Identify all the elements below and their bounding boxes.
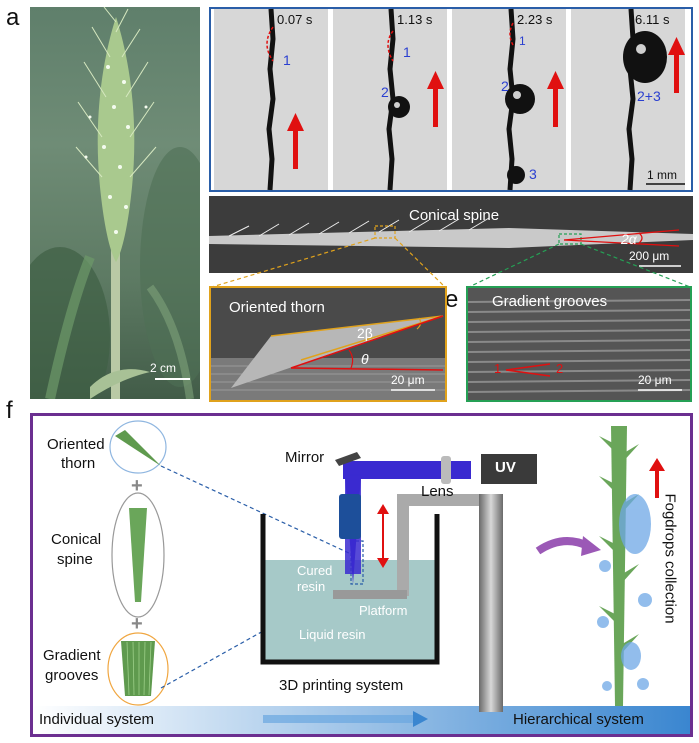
gradient-grooves-image: [468, 299, 690, 393]
conical-spine-image: [209, 217, 693, 267]
gradient-grooves-sem: Gradient grooves 1 2 20 μm: [466, 286, 692, 402]
fogdrops-collection-label: Fogdrops collection: [661, 493, 679, 624]
frame-4-time: 6.11 s: [635, 12, 670, 27]
droplet-time-series-panel: 0.07 s 1.13 s 2.23 s 6.11 s 1 1 2 1 2 3 …: [209, 7, 693, 192]
cured-resin-label-1: Cured: [297, 563, 333, 578]
oriented-thorn-sem: Oriented thorn 2β θ 20 μm: [209, 286, 447, 402]
panel-label-a: a: [6, 4, 20, 31]
droplet-label-1b: 1: [403, 44, 411, 60]
oriented-thorn-label-2: thorn: [61, 455, 96, 472]
scale-label-e: 20 μm: [638, 373, 672, 387]
groove-marker-1: 1: [494, 361, 502, 376]
conical-spine-label-1: Conical: [51, 531, 102, 548]
conical-spine-title: Conical spine: [409, 207, 500, 224]
droplet-label-1a: 1: [283, 52, 291, 68]
panel-label-e: e: [445, 286, 459, 313]
oriented-thorn-label-1: Oriented: [47, 436, 105, 453]
scale-label-b: 1 mm: [647, 168, 677, 182]
gradient-grooves-label-2: grooves: [45, 667, 99, 684]
frame-2-time: 1.13 s: [397, 12, 433, 27]
conical-spine-sem: Conical spine 2α 200 μm: [209, 196, 693, 273]
gradient-grooves-label-1: Gradient: [43, 647, 101, 664]
frame-4: [571, 9, 685, 190]
cured-resin-label-2: resin: [297, 579, 326, 594]
mirror-label: Mirror: [285, 449, 325, 466]
droplet-frames: [266, 8, 685, 191]
angle-theta-label: θ: [361, 351, 369, 367]
angle-alpha-label: 2α: [621, 231, 637, 247]
oriented-thorn-title: Oriented thorn: [229, 299, 325, 316]
scale-label-d: 20 μm: [391, 373, 425, 387]
droplet-label-3c: 3: [529, 166, 537, 182]
conical-spine-label-2: spine: [57, 551, 93, 568]
fabrication-schematic: Oriented thorn + Conical spine + Gradien…: [30, 413, 693, 737]
scale-label-c: 200 μm: [629, 249, 670, 263]
plus-sign-2: +: [131, 613, 143, 635]
angle-beta-label: 2β: [357, 325, 373, 341]
plus-sign-1: +: [131, 475, 143, 497]
panel-label-f: f: [6, 397, 13, 424]
droplet-label-23: 2+3: [637, 88, 661, 104]
platform-label: Platform: [359, 603, 408, 618]
frame-1-time: 0.07 s: [277, 12, 313, 27]
liquid-resin-label: Liquid resin: [299, 627, 366, 642]
scale-label-a: 2 cm: [150, 361, 177, 375]
droplet-label-2c: 2: [501, 78, 509, 94]
scale-bar-a: [155, 378, 190, 380]
droplet-label-1c: 1: [519, 34, 526, 48]
wheat-spike-illustration: [30, 7, 200, 399]
wheat-spike-photo: 2 cm: [30, 7, 200, 399]
lens-label: Lens: [421, 483, 454, 500]
droplet-label-2b: 2: [381, 84, 389, 100]
oriented-thorn-image: [211, 315, 445, 400]
individual-system-label: Individual system: [39, 711, 155, 728]
hierarchical-system-label: Hierarchical system: [513, 711, 644, 728]
printing-system-title: 3D printing system: [279, 677, 404, 694]
groove-marker-2: 2: [556, 361, 564, 376]
uv-source-label: UV: [495, 459, 516, 476]
fabrication-schematic-art: [33, 420, 690, 734]
frame-3-time: 2.23 s: [517, 12, 553, 27]
gradient-grooves-title: Gradient grooves: [492, 293, 608, 310]
